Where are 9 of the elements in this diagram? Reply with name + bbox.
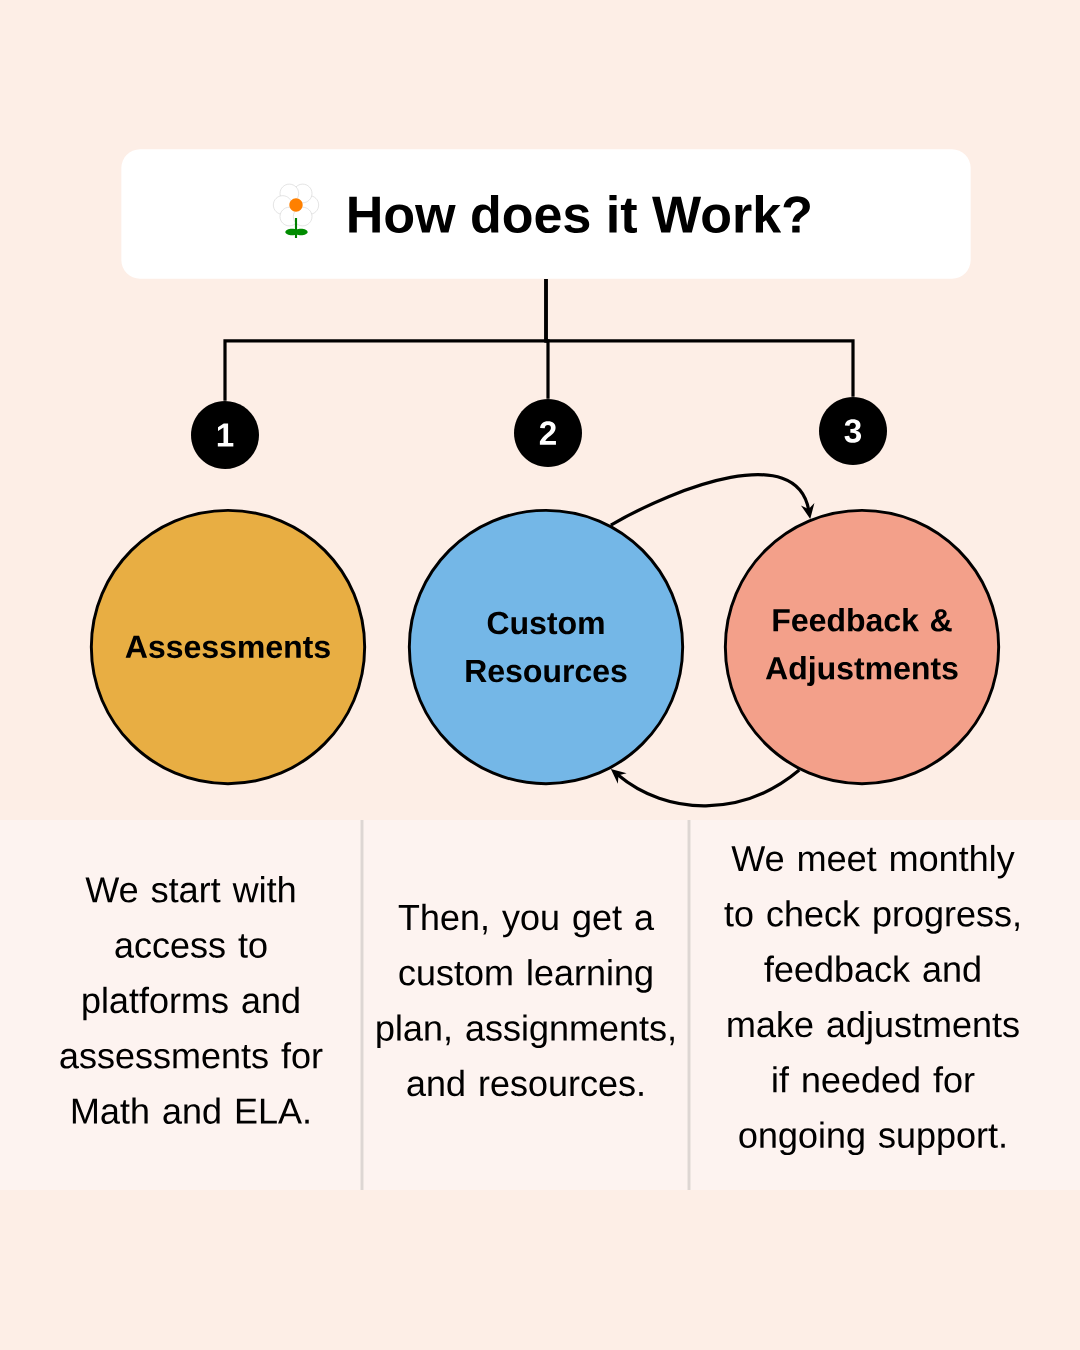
number-badge: 3	[819, 397, 887, 465]
number-badge: 2	[514, 399, 582, 467]
title-box: How does it Work?	[121, 149, 971, 279]
connector-line	[544, 278, 855, 397]
curved-arrow	[610, 473, 815, 527]
description-text: Then, you get a custom learning plan, assignments, and resources.	[377, 903, 674, 1097]
description-text: We meet monthly to check progress, feedback and make adjustments if needed for ongoing support.	[724, 844, 1019, 1156]
number-badge: 1	[191, 401, 259, 469]
description-text: We start with access to platforms and assessments for Math and ELA.	[60, 876, 323, 1124]
